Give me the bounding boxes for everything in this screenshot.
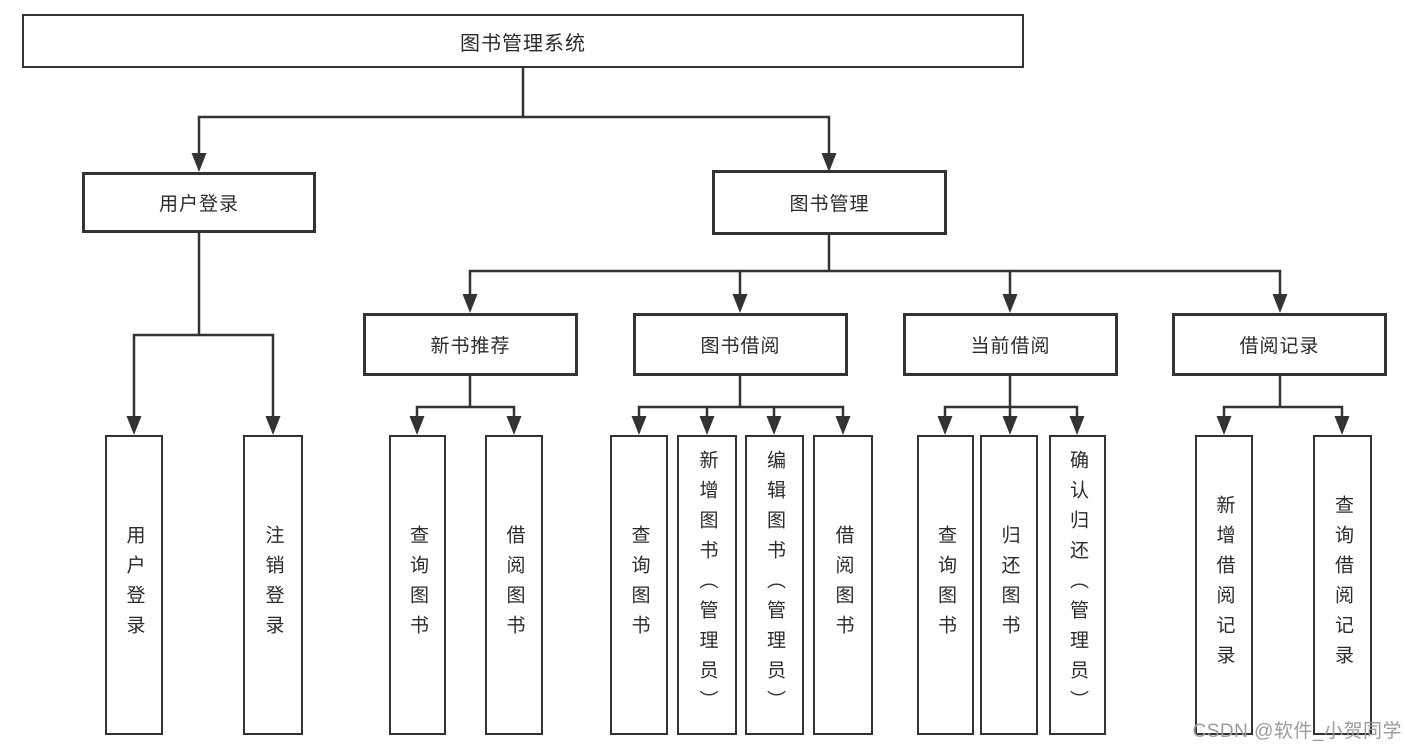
leaf-confirm-return-admin: 确认归还（管理员）	[1049, 435, 1106, 735]
arrow-down-icon	[265, 416, 281, 435]
node-label: 新书推荐	[430, 336, 511, 357]
arrow-down-icon	[732, 294, 748, 313]
leaf-label: 查询图书	[628, 525, 650, 645]
node-current-borrow: 当前借阅	[903, 313, 1118, 376]
leaf-label: 借阅图书	[832, 525, 854, 645]
arrow-down-icon	[126, 416, 142, 435]
node-label: 当前借阅	[970, 336, 1051, 357]
leaf-label: 借阅图书	[503, 525, 525, 645]
connector-paths	[132, 68, 1344, 431]
leaf-label: 注销登录	[262, 525, 284, 645]
arrow-down-icon	[191, 153, 207, 172]
arrow-down-icon	[1002, 294, 1018, 313]
node-book-borrow: 图书借阅	[633, 313, 848, 376]
node-label: 借阅记录	[1239, 336, 1320, 357]
node-new-book-recommend: 新书推荐	[363, 313, 578, 376]
arrow-down-icon	[821, 153, 837, 172]
leaf-borrow-books: 借阅图书	[813, 435, 873, 735]
arrow-down-icon	[631, 416, 647, 435]
leaf-label: 查询图书	[407, 525, 428, 645]
arrowheads	[126, 153, 1350, 435]
node-borrow-records: 借阅记录	[1172, 313, 1387, 376]
arrow-down-icon	[1272, 294, 1288, 313]
leaf-label: 用户登录	[123, 525, 145, 645]
node-label: 图书借阅	[700, 336, 781, 357]
leaf-user-login: 用户登录	[105, 435, 163, 735]
leaf-return-books: 归还图书	[980, 435, 1038, 735]
arrow-down-icon	[1334, 416, 1350, 435]
arrow-down-icon	[506, 416, 522, 435]
arrow-down-icon	[409, 416, 425, 435]
arrow-down-icon	[937, 416, 953, 435]
arrow-down-icon	[766, 416, 782, 435]
leaf-label: 编辑图书（管理员）	[764, 450, 785, 720]
leaf-label: 查询借阅记录	[1332, 495, 1353, 675]
node-label: 图书管理系统	[460, 32, 586, 55]
node-label: 图书管理	[789, 194, 870, 215]
leaf-query-books-recommend: 查询图书	[389, 435, 446, 735]
node-root: 图书管理系统	[22, 14, 1024, 68]
leaf-query-borrow-record: 查询借阅记录	[1313, 435, 1372, 735]
arrow-down-icon	[1069, 416, 1085, 435]
leaf-query-books-current: 查询图书	[917, 435, 974, 735]
leaf-label: 查询图书	[935, 525, 956, 645]
node-book-management: 图书管理	[712, 170, 947, 235]
node-label: 用户登录	[158, 194, 239, 215]
leaf-edit-books-admin: 编辑图书（管理员）	[745, 435, 804, 735]
watermark: CSDN @软件_小贺同学	[1192, 721, 1402, 742]
leaf-add-books-admin: 新增图书（管理员）	[677, 435, 737, 735]
leaf-logout-login: 注销登录	[243, 435, 303, 735]
leaf-label: 新增借阅记录	[1213, 495, 1235, 675]
leaf-query-books-borrow: 查询图书	[610, 435, 668, 735]
leaf-label: 新增图书（管理员）	[696, 450, 718, 720]
leaf-label: 确认归还（管理员）	[1067, 450, 1088, 720]
leaf-borrow-books-recommend: 借阅图书	[485, 435, 543, 735]
arrow-down-icon	[1216, 416, 1232, 435]
leaf-add-borrow-record: 新增借阅记录	[1195, 435, 1253, 735]
leaf-label: 归还图书	[998, 525, 1020, 645]
arrow-down-icon	[699, 416, 715, 435]
arrow-down-icon	[835, 416, 851, 435]
node-user-login: 用户登录	[82, 172, 316, 233]
arrow-down-icon	[462, 294, 478, 313]
arrow-down-icon	[1002, 416, 1018, 435]
